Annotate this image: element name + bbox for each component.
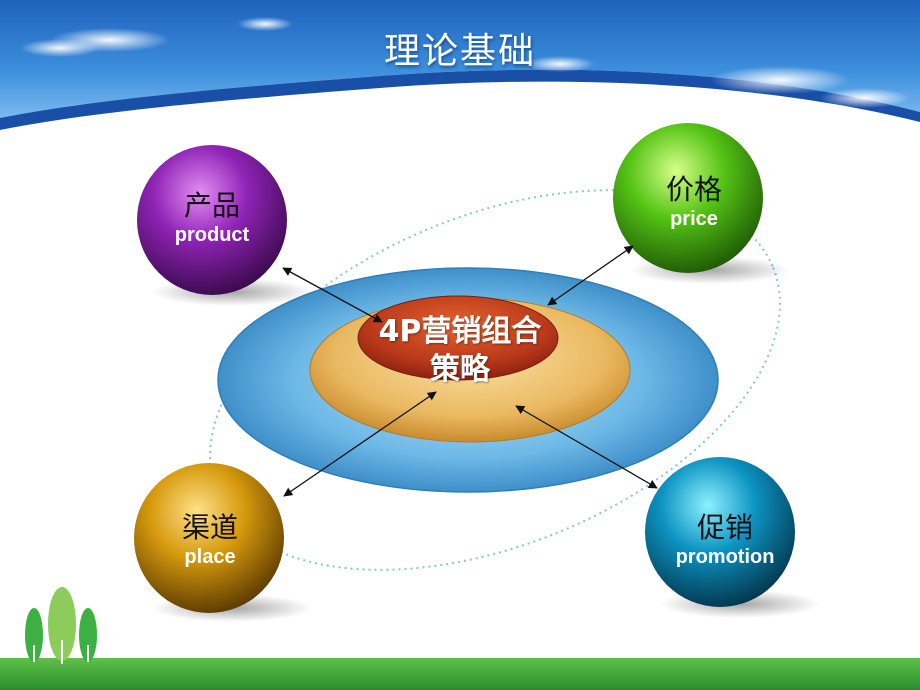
cloud-3 xyxy=(237,17,293,31)
label-price: 价格 price xyxy=(614,168,774,231)
cloud-5 xyxy=(820,88,910,108)
label-place-en: place xyxy=(184,546,236,568)
label-promotion-cn: 促销 xyxy=(696,511,753,544)
sky-header xyxy=(0,0,920,130)
inner-ring xyxy=(357,295,559,381)
label-promotion: 促销 promotion xyxy=(640,506,810,569)
slide-title: 理论基础 xyxy=(383,31,536,72)
label-product-en: product xyxy=(174,224,250,246)
label-place-cn: 渠道 xyxy=(181,511,238,544)
label-place: 渠道 place xyxy=(130,506,290,569)
arrow-promotion xyxy=(515,405,658,489)
sphere-place xyxy=(134,463,284,613)
label-promotion-en: promotion xyxy=(675,546,775,568)
label-price-en: price xyxy=(670,208,718,230)
label-price-cn: 价格 xyxy=(665,173,722,206)
cloud-4 xyxy=(710,66,850,94)
center-label-line1: 4P营销组合 xyxy=(378,314,542,349)
trees-icon xyxy=(25,587,97,664)
sphere-promotion xyxy=(645,457,795,607)
arrow-price xyxy=(547,245,634,306)
label-product-cn: 产品 xyxy=(183,189,240,222)
arrow-product xyxy=(282,267,383,323)
center-label-line2: 策略 xyxy=(430,352,490,387)
footer-bar xyxy=(0,658,920,690)
sphere-price xyxy=(613,123,763,273)
cloud-6 xyxy=(525,56,595,72)
arrow-place xyxy=(283,391,437,497)
cloud-2 xyxy=(20,39,100,57)
label-product: 产品 product xyxy=(132,184,292,247)
sphere-product xyxy=(137,145,287,295)
